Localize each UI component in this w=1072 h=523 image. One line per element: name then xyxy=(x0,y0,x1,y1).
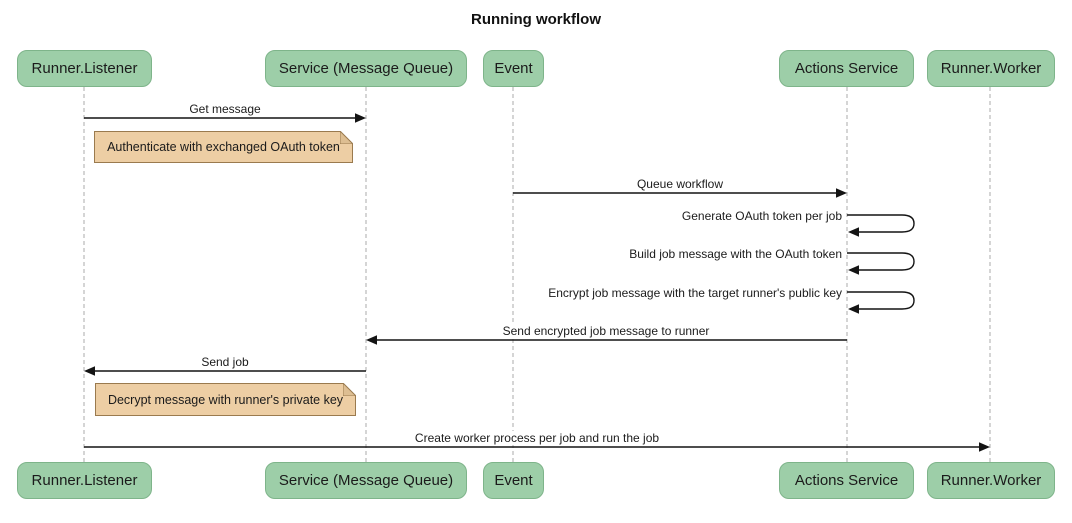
arrowhead-get-message xyxy=(355,113,366,123)
note-fold-icon xyxy=(343,383,356,396)
message-label-send-job: Send job xyxy=(198,355,252,369)
arrowhead-create-worker-process xyxy=(979,442,990,452)
participant-label: Event xyxy=(494,60,533,77)
self-loop-generate-oauth-token xyxy=(847,214,915,233)
participant-top-event: Event xyxy=(483,50,544,87)
arrowhead-queue-workflow xyxy=(836,188,847,198)
self-loop-encrypt-job-message xyxy=(847,291,915,310)
arrowhead-send-job xyxy=(84,366,95,376)
participant-label: Service (Message Queue) xyxy=(278,472,454,489)
participant-label: Runner.Listener xyxy=(31,60,138,77)
diagram-title: Running workflow xyxy=(471,11,601,28)
participant-label: Runner.Worker xyxy=(940,60,1042,77)
participant-top-runner-listener: Runner.Listener xyxy=(17,50,152,87)
message-label-get-message: Get message xyxy=(186,102,264,116)
self-loop-build-job-message xyxy=(847,252,915,271)
arrowhead-self-loop-2 xyxy=(848,265,859,275)
participant-bottom-runner-worker: Runner.Worker xyxy=(927,462,1055,499)
participant-bottom-service-message-queue: Service (Message Queue) xyxy=(265,462,467,499)
participant-top-runner-worker: Runner.Worker xyxy=(927,50,1055,87)
participant-label: Runner.Listener xyxy=(31,472,138,489)
message-label-create-worker-process: Create worker process per job and run th… xyxy=(411,431,663,445)
participant-label: Actions Service xyxy=(794,60,899,77)
message-label-queue-workflow: Queue workflow xyxy=(633,177,727,191)
message-label-build-job-message: Build job message with the OAuth token xyxy=(629,247,842,261)
message-label-send-encrypted-job-message: Send encrypted job message to runner xyxy=(499,324,713,338)
participant-label: Runner.Worker xyxy=(940,472,1042,489)
participant-label: Actions Service xyxy=(794,472,899,489)
message-label-generate-oauth-token: Generate OAuth token per job xyxy=(681,209,842,223)
participant-label: Event xyxy=(494,472,533,489)
message-label-encrypt-job-message: Encrypt job message with the target runn… xyxy=(548,286,842,300)
note-decrypt-message: Decrypt message with runner's private ke… xyxy=(95,383,356,416)
arrowhead-self-loop-3 xyxy=(848,304,859,314)
note-fold-icon xyxy=(340,131,353,144)
participant-bottom-actions-service: Actions Service xyxy=(779,462,914,499)
participant-bottom-runner-listener: Runner.Listener xyxy=(17,462,152,499)
note-label: Authenticate with exchanged OAuth token xyxy=(107,140,340,154)
participant-label: Service (Message Queue) xyxy=(278,60,454,77)
note-authenticate-oauth: Authenticate with exchanged OAuth token xyxy=(94,131,353,163)
note-label: Decrypt message with runner's private ke… xyxy=(107,392,344,407)
participant-bottom-event: Event xyxy=(483,462,544,499)
participant-top-actions-service: Actions Service xyxy=(779,50,914,87)
arrowhead-self-loop-1 xyxy=(848,227,859,237)
arrowhead-send-encrypted-job-message xyxy=(366,335,377,345)
participant-top-service-message-queue: Service (Message Queue) xyxy=(265,50,467,87)
